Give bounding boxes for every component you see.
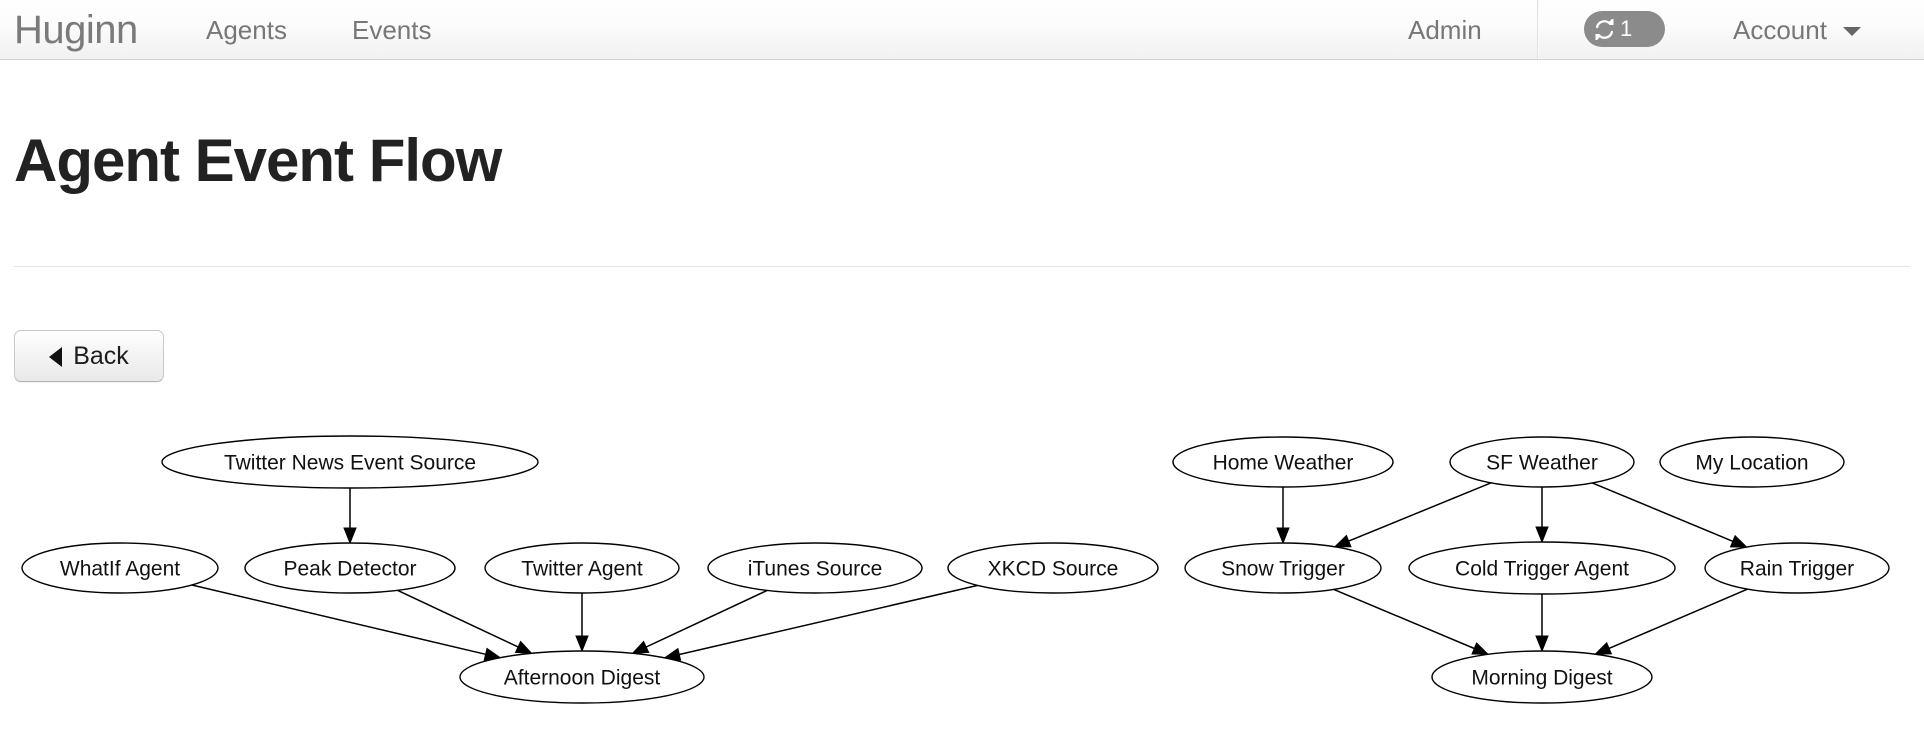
node-label: Afternoon Digest [504, 667, 661, 690]
graph-edge-arrowhead [1535, 635, 1549, 653]
graph-node-rain_trigger[interactable]: Rain Trigger [1704, 542, 1890, 594]
node-ellipse [947, 542, 1159, 594]
node-label: SF Weather [1486, 452, 1598, 475]
node-ellipse [1172, 436, 1394, 488]
graph-node-whatif_agent[interactable]: WhatIf Agent [21, 542, 219, 594]
node-ellipse [21, 542, 219, 594]
graph-edge [397, 589, 519, 648]
node-label: Twitter News Event Source [224, 452, 476, 475]
chevron-left-icon [49, 347, 63, 367]
node-label: XKCD Source [988, 558, 1119, 581]
node-label: Peak Detector [283, 558, 416, 581]
graph-edge-arrowhead [1471, 642, 1490, 655]
node-ellipse [1184, 542, 1382, 594]
header-divider [13, 266, 1910, 267]
graph-node-snow_trigger[interactable]: Snow Trigger [1184, 542, 1382, 594]
graph-edge-arrowhead [343, 527, 357, 545]
node-ellipse [1704, 542, 1890, 594]
graph-edge [1608, 588, 1748, 650]
nav-account-dropdown[interactable]: Account [1733, 10, 1862, 50]
graph-edge [679, 584, 978, 656]
graph-edge-arrowhead [1535, 526, 1549, 544]
graph-node-twitter_agent[interactable]: Twitter Agent [484, 542, 680, 594]
graph-node-twitter_news_event_source[interactable]: Twitter News Event Source [161, 435, 539, 489]
graph-edge-arrowhead [1729, 534, 1748, 548]
graph-node-peak_detector[interactable]: Peak Detector [244, 542, 456, 594]
node-ellipse [1449, 436, 1635, 488]
graph-edge [1592, 482, 1734, 542]
graph-edge-arrowhead [1333, 534, 1352, 548]
graph-edge [1333, 588, 1475, 650]
node-label: My Location [1695, 452, 1808, 475]
worker-status-count: 1 [1620, 16, 1633, 41]
graph-edge-arrowhead [514, 640, 533, 654]
graph-edge-arrowhead [575, 635, 589, 653]
chevron-down-icon [1843, 26, 1862, 36]
node-ellipse [1431, 650, 1653, 704]
node-ellipse [1408, 541, 1676, 595]
graph-node-cold_trigger_agent[interactable]: Cold Trigger Agent [1408, 541, 1676, 595]
graph-edge [1348, 482, 1492, 542]
node-label: Morning Digest [1471, 667, 1612, 690]
graph-node-home_weather[interactable]: Home Weather [1172, 436, 1394, 488]
back-button[interactable]: Back [14, 330, 164, 382]
graph-node-my_location[interactable]: My Location [1659, 436, 1845, 488]
graph-node-xkcd_source[interactable]: XKCD Source [947, 542, 1159, 594]
nav-link-agents[interactable]: Agents [206, 15, 287, 45]
navbar-divider [1537, 0, 1539, 59]
back-button-label: Back [73, 341, 129, 370]
node-ellipse [161, 435, 539, 489]
nav-link-admin[interactable]: Admin [1408, 15, 1482, 45]
node-label: Twitter Agent [521, 558, 643, 581]
brand-logo-huginn[interactable]: Huginn [14, 8, 138, 52]
node-label: Rain Trigger [1740, 558, 1854, 581]
graph-edge-arrowhead [1593, 641, 1613, 655]
node-ellipse [1659, 436, 1845, 488]
page-title: Agent Event Flow [14, 127, 502, 194]
graph-node-afternoon_digest[interactable]: Afternoon Digest [459, 650, 705, 704]
node-label: Snow Trigger [1221, 558, 1345, 581]
top-navbar: Huginn Agents Events Admin 1 Account [0, 0, 1924, 60]
node-label: Home Weather [1213, 452, 1354, 475]
nav-link-events[interactable]: Events [352, 15, 432, 45]
node-label: Cold Trigger Agent [1455, 558, 1629, 581]
node-ellipse [484, 542, 680, 594]
graph-node-morning_digest[interactable]: Morning Digest [1431, 650, 1653, 704]
node-label: iTunes Source [748, 558, 883, 581]
node-ellipse [707, 542, 923, 594]
graph-node-sf_weather[interactable]: SF Weather [1449, 436, 1635, 488]
graph-edge [191, 584, 486, 656]
worker-status-badge[interactable]: 1 [1584, 11, 1665, 47]
refresh-icon [1595, 18, 1614, 40]
node-ellipse [459, 650, 705, 704]
graph-edge-arrowhead [631, 640, 650, 654]
node-ellipse [244, 542, 456, 594]
graph-node-itunes_source[interactable]: iTunes Source [707, 542, 923, 594]
graph-edge-arrowhead [1276, 527, 1290, 545]
graph-edge [645, 589, 768, 648]
nav-account-label: Account [1733, 15, 1827, 45]
node-label: WhatIf Agent [60, 558, 180, 581]
graph-edge-layer [191, 482, 1748, 661]
